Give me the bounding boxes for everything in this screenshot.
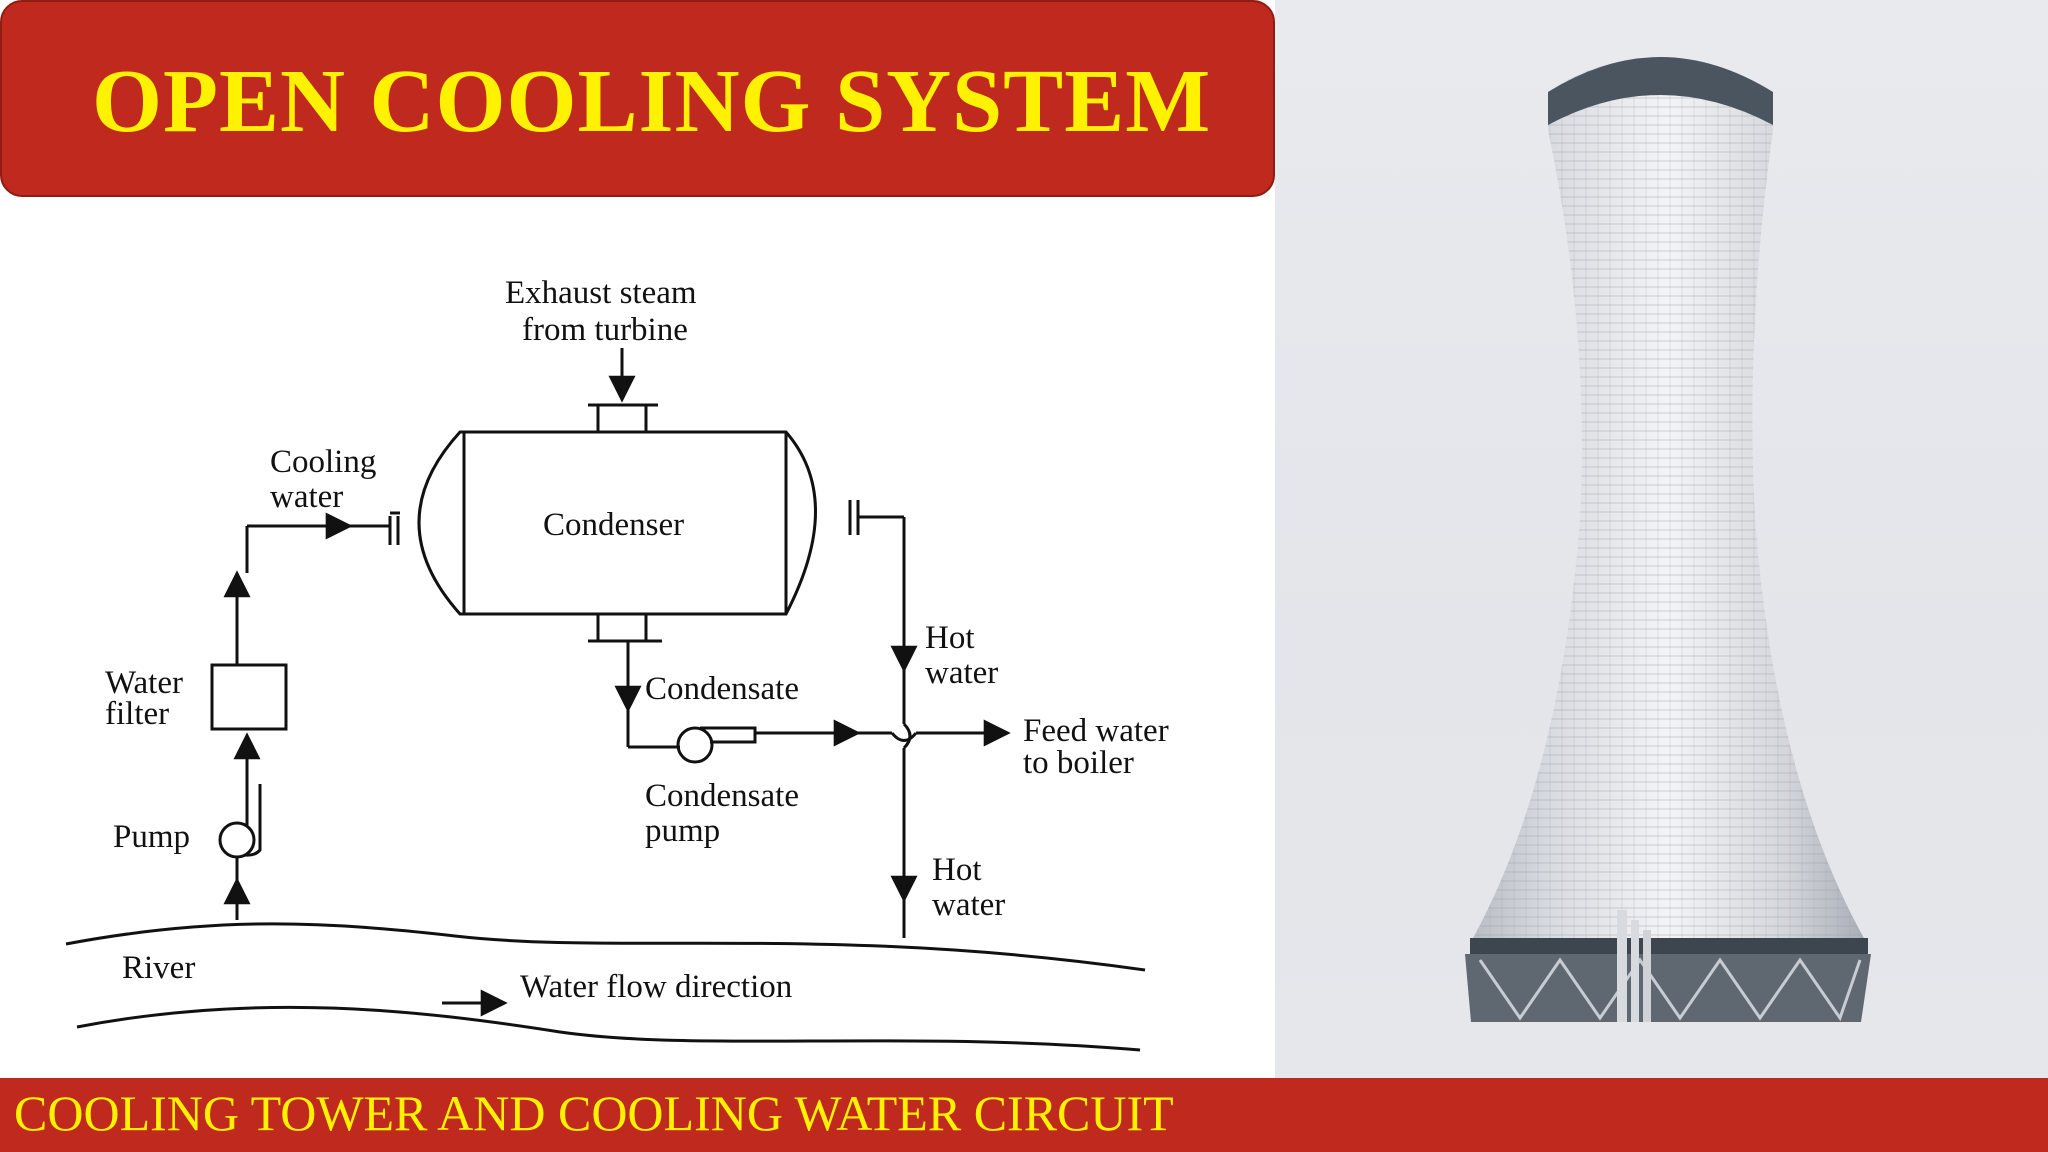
title-banner: OPEN COOLING SYSTEM [0,0,1275,197]
cooling-tower-photo [1275,0,2048,1078]
cooling-tower-shape [1465,57,1871,1022]
condensate-pump-label-2: pump [645,813,720,849]
feed-water-label: Feed water [1023,713,1169,749]
river-bank-top [65,922,1146,972]
hot-water-bottom-label: Hot [932,852,982,888]
condensate-pump-label: Condensate [645,778,799,814]
footer-banner: COOLING TOWER AND COOLING WATER CIRCUIT [0,1078,2048,1152]
hot-water-top-label-2: water [925,655,998,691]
river-bank-bottom [76,1005,1141,1052]
slide-title: OPEN COOLING SYSTEM [92,52,1212,151]
river-label: River [122,950,195,986]
pump-label: Pump [113,819,190,855]
water-filter-box [210,663,288,731]
water-filter-label-2: filter [105,696,169,732]
condensate-label: Condensate [645,671,799,707]
hot-water-top-label: Hot [925,620,975,656]
feed-water-label-2: to boiler [1023,745,1134,781]
cooling-water-label-2: water [270,479,343,515]
flow-direction-label: Water flow direction [520,969,792,1005]
pump-symbol [218,821,256,859]
condensate-pump-symbol [676,726,714,764]
footer-caption: COOLING TOWER AND COOLING WATER CIRCUIT [14,1085,1174,1141]
exhaust-steam-label: Exhaust steam [505,275,697,311]
open-cooling-diagram: Exhaust steam from turbine Cooling water… [0,197,1275,1078]
hot-water-bottom-label-2: water [932,887,1005,923]
cooling-water-label: Cooling [270,444,376,480]
water-filter-label: Water [105,665,183,701]
condenser-label: Condenser [543,507,684,543]
exhaust-steam-label-2: from turbine [522,312,688,348]
